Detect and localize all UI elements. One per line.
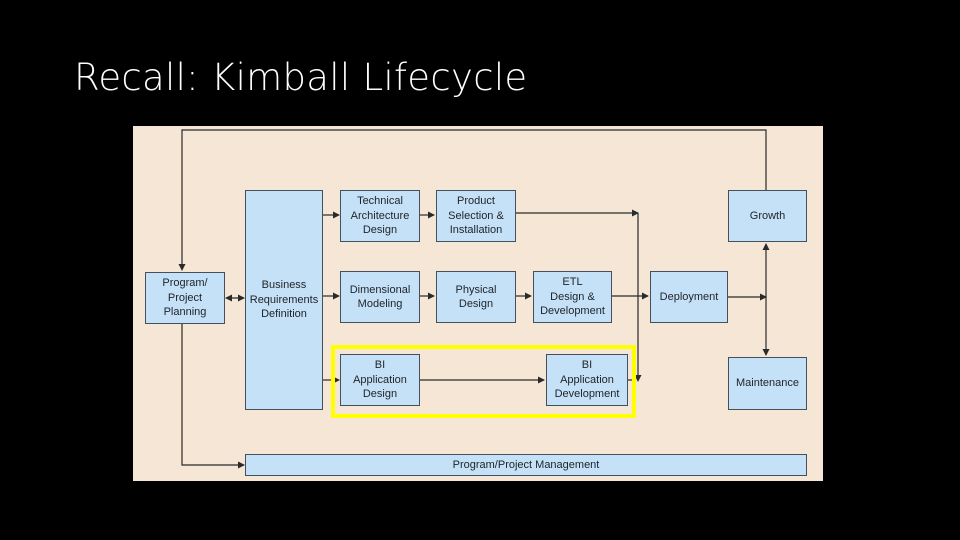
deployment-box: Deployment [650,271,728,323]
maintenance-box: Maintenance [728,357,807,410]
growth-box: Growth [728,190,807,242]
deployment-label: Deployment [659,290,719,303]
technical-architecture-label: Technical Architecture Design [350,195,410,237]
product-selection-box: Product Selection & Installation [436,190,516,242]
program-project-planning-box: Program/ Project Planning [145,272,225,324]
physical-design-box: Physical Design [436,271,516,323]
bi-track-highlight [331,345,636,418]
bi-application-design-box: BI Application Design [340,354,420,406]
dimensional-modeling-label: Dimensional Modeling [349,283,411,311]
planning-management-arrow [181,324,245,469]
etl-box: ETL Design & Development [533,271,612,323]
business-requirements-box: Business Requirements Definition [245,190,323,410]
feedback-loop-line [178,129,767,271]
etl-label: ETL Design & Development [540,276,605,318]
bi-application-development-box: BI Application Development [546,354,628,406]
slide-title: Recall: Kimball Lifecycle [74,56,528,99]
maintenance-label: Maintenance [736,377,799,390]
physical-design-label: Physical Design [455,283,497,311]
technical-architecture-box: Technical Architecture Design [340,190,420,242]
growth-label: Growth [749,209,786,222]
bi-application-development-label: BI Application Development [554,359,620,401]
program-project-management-box: Program/Project Management [245,454,807,476]
kimball-lifecycle-diagram: Program/ Project Planning Business Requi… [133,126,823,481]
program-project-planning-label: Program/ Project Planning [162,277,208,319]
product-selection-label: Product Selection & Installation [448,195,504,237]
business-requirements-label: Business Requirements Definition [249,279,319,321]
program-project-management-label: Program/Project Management [452,458,600,471]
bi-application-design-label: BI Application Design [353,359,407,401]
dimensional-modeling-box: Dimensional Modeling [340,271,420,323]
